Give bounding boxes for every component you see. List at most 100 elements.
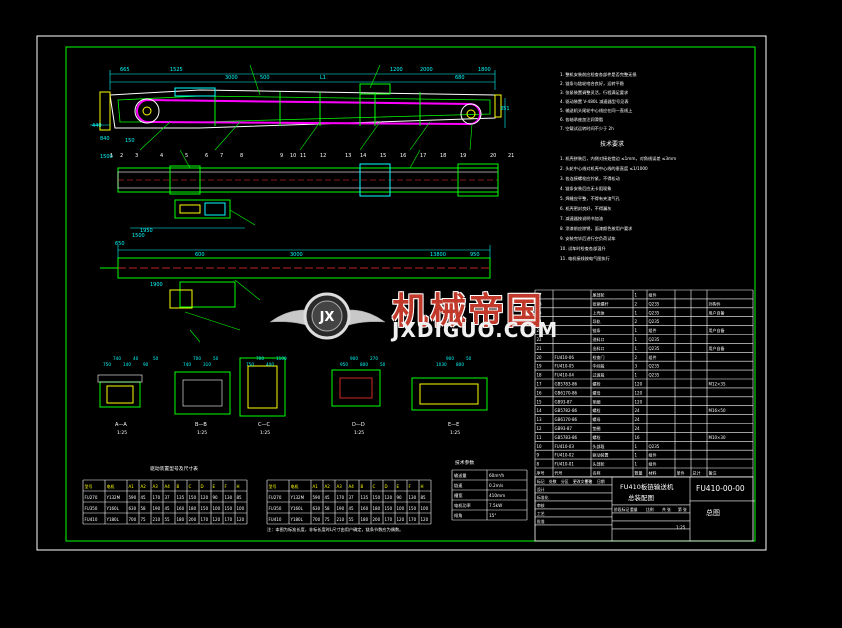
- bom-header: 数量: [635, 470, 643, 476]
- part-number: 5: [185, 153, 188, 159]
- bom-cell: 16: [635, 435, 641, 440]
- table-cell: C: [373, 484, 376, 489]
- bom-cell: 1: [635, 310, 638, 315]
- dimension-label: 1950: [140, 228, 153, 234]
- dimension-label: 800: [456, 362, 464, 367]
- tech-requirement-line: 1. 整机安装前应检查各部件是否完整无损: [560, 71, 637, 78]
- bom-cell: 进料口: [593, 336, 605, 342]
- table-cell: FU410: [269, 517, 282, 522]
- tech-requirement-line: 9. 安装完毕后进行空负荷试车: [560, 235, 616, 242]
- bom-cell: 导轨: [593, 318, 601, 324]
- table-cell: 150: [201, 506, 209, 511]
- part-number: 17: [420, 153, 426, 159]
- bom-header: 总计: [693, 470, 701, 476]
- table-cell: 100: [237, 506, 245, 511]
- table-cell: 型号: [269, 483, 277, 489]
- dimension-label: 50: [380, 362, 386, 367]
- section-scale: 1:25: [450, 430, 460, 436]
- dimension-label: 351: [500, 106, 510, 112]
- bom-cell: 出料口: [593, 345, 605, 351]
- section-scale: 1:25: [197, 430, 207, 436]
- table-cell: 150: [409, 506, 417, 511]
- bom-cell: 组件: [649, 354, 657, 360]
- table-note: 注：本图为标准长度，非标长度时L尺寸由用户确定，链条节数应为偶数。: [267, 526, 403, 533]
- table-cell: 180: [361, 517, 369, 522]
- dimension-label: 700: [256, 356, 264, 361]
- dimension-label: 1200: [390, 67, 403, 73]
- bom-cell: 螺母: [593, 416, 601, 422]
- param-value: 15°: [489, 513, 496, 518]
- title-block-label: 签名: [585, 479, 593, 484]
- table-cell: 180: [373, 506, 381, 511]
- title-block-label: 重量: [630, 507, 638, 512]
- table-cell: A4: [349, 484, 355, 489]
- table-cell: 150: [225, 506, 233, 511]
- bom-cell: 驱动装置: [593, 452, 609, 458]
- bom-cell: 14: [537, 408, 543, 413]
- bom-cell: 15: [537, 399, 543, 404]
- bom-cell: M12×35: [709, 382, 726, 387]
- bom-cell: 24: [635, 408, 641, 413]
- bom-cell: 120: [635, 382, 643, 387]
- dimension-label: 1500: [100, 154, 113, 160]
- dimension-label: 1500: [132, 233, 145, 239]
- side-view: [100, 245, 491, 343]
- bom-cell: 2: [635, 355, 638, 360]
- part-number: 3: [135, 153, 138, 159]
- bom-cell: 1: [635, 453, 638, 458]
- bom-cell: 1: [635, 444, 638, 449]
- drawing-title: 总装配图: [628, 493, 654, 502]
- dimension-label: 1100: [276, 356, 287, 361]
- table-cell: 75: [141, 517, 147, 522]
- outer-frame: [36, 35, 767, 551]
- table-cell: Y180L: [106, 517, 120, 522]
- dimension-label: 680: [455, 75, 465, 81]
- table-cell: 120: [237, 517, 245, 522]
- table-cell: 58: [325, 506, 331, 511]
- bom-header: 代号: [555, 470, 563, 476]
- table-cell: 700: [313, 517, 321, 522]
- dimension-label: 700: [193, 356, 201, 361]
- bom-cell: 张紧螺杆: [593, 300, 609, 306]
- table-title: 驱动装置型号及尺寸表: [150, 465, 198, 472]
- table-cell: FU270: [269, 495, 282, 500]
- bom-cell: 螺母: [593, 389, 601, 395]
- title-block-label: 更改文件号: [573, 479, 592, 484]
- part-number: 7: [220, 153, 223, 159]
- dimension-label: 740: [183, 362, 191, 367]
- title-block-label: 处数: [549, 479, 557, 484]
- dimension-label: 840: [100, 136, 110, 142]
- table-cell: H: [237, 484, 240, 489]
- dimension-label: 1030: [436, 362, 447, 367]
- bom-cell: 垫圈: [593, 425, 601, 431]
- table-cell: E: [397, 484, 400, 489]
- bom-cell: GB6170-86: [555, 417, 578, 422]
- table-cell: 630: [313, 506, 321, 511]
- table-cell: 55: [349, 517, 355, 522]
- bom-cell: 头部轮: [593, 461, 605, 467]
- bom-cell: GB5783-86: [555, 382, 578, 387]
- dimension-label: 750: [103, 362, 111, 367]
- title-block-label: 阶段标记: [614, 507, 629, 512]
- bom-cell: 组件: [649, 461, 657, 467]
- table-cell: 135: [361, 495, 369, 500]
- bom-cell: 19: [537, 364, 543, 369]
- bom-cell: 螺栓: [593, 381, 601, 387]
- table-cell: 90: [213, 495, 219, 500]
- bom-cell: FU410-02: [555, 453, 575, 458]
- bom-cell: 2: [635, 301, 638, 306]
- tech-requirement-line: 4. 驱动装置 V-480L 减速器型号见表: [560, 98, 629, 105]
- bom-cell: Q235: [649, 319, 660, 324]
- table-cell: 135: [177, 495, 185, 500]
- tech-requirement-line: 4. 链条安装后应无卡阻现象: [560, 185, 611, 192]
- table-cell: 58: [141, 506, 147, 511]
- table-cell: 700: [129, 517, 137, 522]
- bom-cell: FU410-06: [555, 355, 575, 360]
- table-cell: 电机: [291, 483, 299, 489]
- bom-cell: 检查门: [593, 354, 605, 360]
- bom-cell: GB6170-86: [555, 390, 578, 395]
- table-cell: H: [421, 484, 424, 489]
- bom-cell: 18: [537, 373, 543, 378]
